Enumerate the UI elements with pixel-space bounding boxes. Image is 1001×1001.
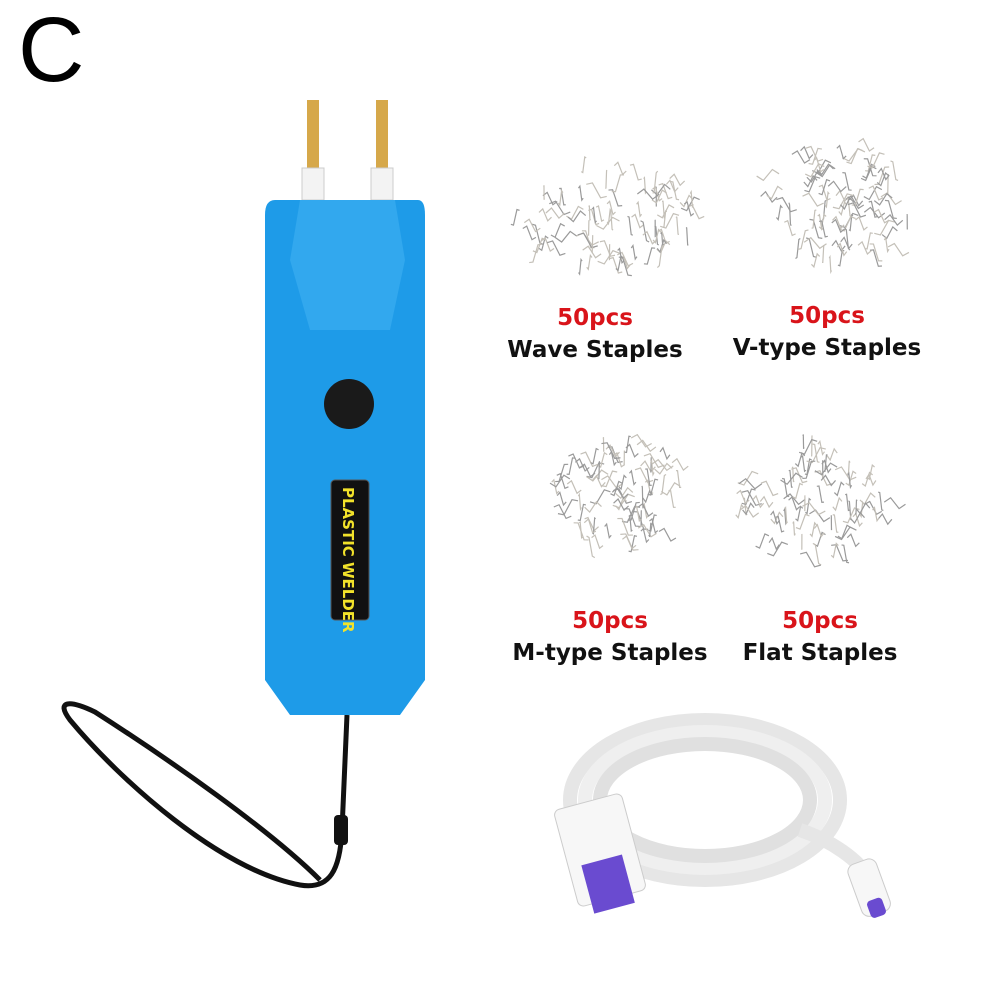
staple-label-m-type: 50pcs M-type Staples — [480, 608, 740, 666]
welder-label-plate — [330, 479, 370, 621]
usb-c-connector — [847, 858, 891, 918]
variant-letter: C — [18, 0, 85, 101]
power-button — [324, 379, 374, 429]
staple-name: M-type Staples — [512, 640, 708, 666]
staple-quantity: 50pcs — [782, 608, 858, 634]
welder-label: PLASTIC WELDER — [339, 487, 357, 633]
staple-piles — [510, 137, 910, 568]
usb-a-connector — [554, 793, 646, 914]
staple-label-v-type: 50pcs V-type Staples — [697, 303, 957, 361]
staple-quantity: 50pcs — [789, 303, 865, 329]
staple-quantity: 50pcs — [557, 305, 633, 331]
staple-pile — [735, 434, 906, 568]
strap-clasp — [334, 815, 348, 845]
wrist-strap — [61, 701, 350, 889]
staple-label-flat: 50pcs Flat Staples — [690, 608, 950, 666]
staple-pile — [549, 433, 689, 559]
staple-name: Flat Staples — [742, 640, 898, 666]
welder-tips — [301, 100, 394, 201]
staple-name: V-type Staples — [732, 335, 922, 361]
staple-label-wave: 50pcs Wave Staples — [465, 305, 725, 363]
staple-name: Wave Staples — [507, 337, 683, 363]
staple-pile — [510, 156, 705, 277]
staple-quantity: 50pcs — [572, 608, 648, 634]
staple-pile — [756, 137, 910, 275]
